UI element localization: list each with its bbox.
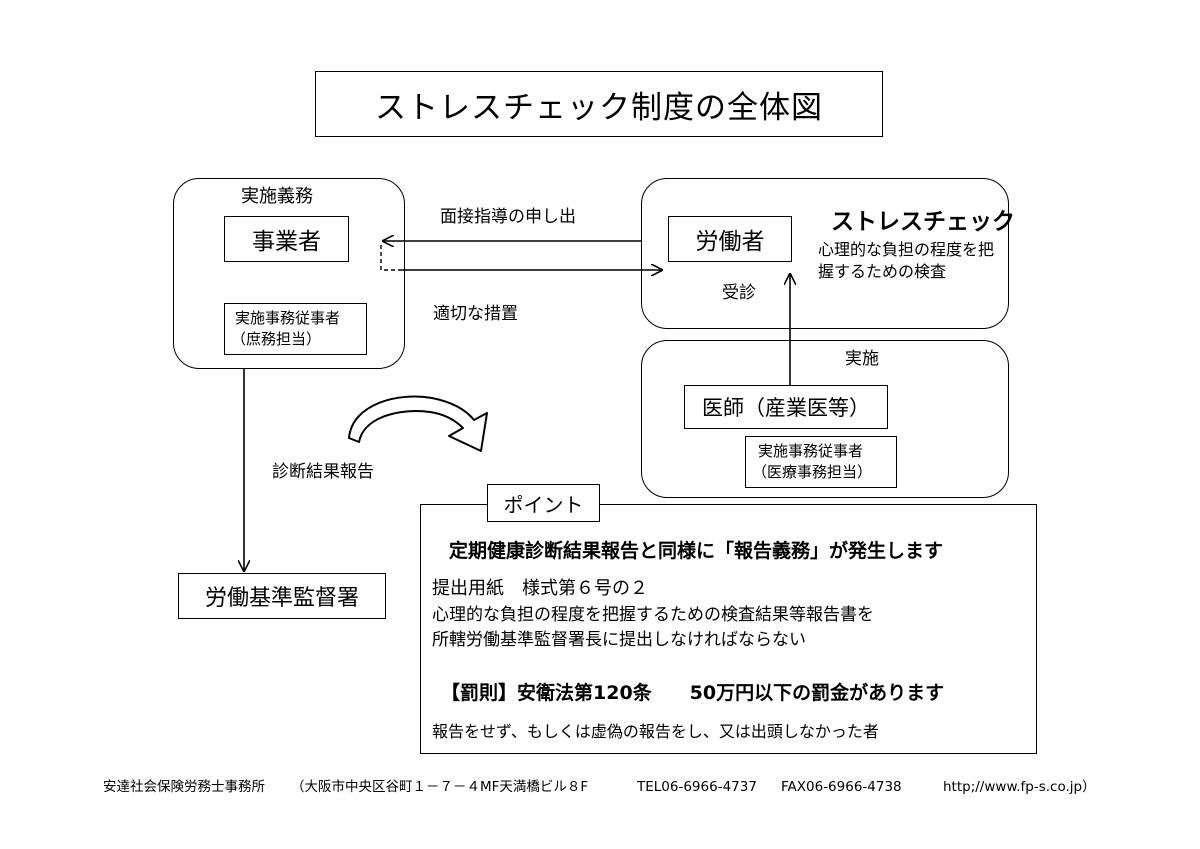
doctor-staff-line2: （医療事務担当） [752, 463, 873, 481]
stress-check-desc-line1: 心理的な負担の程度を把 [818, 240, 995, 259]
stress-check-desc-line2: 握するための検査 [818, 262, 947, 281]
employer-staff-line1: 実施事務従事者 [235, 309, 341, 327]
footer-tel: TEL06-6966-4737 [637, 779, 757, 795]
worker-box: 労働者 [668, 216, 792, 262]
footer-fax: FAX06-6966-4738 [781, 779, 902, 795]
curved-arrow-icon [348, 395, 488, 452]
point-penalty-note: 報告をせず、もしくは虚偽の報告をし、又は出頭しなかった者 [432, 722, 879, 741]
point-tab: ポイント [487, 484, 600, 522]
exam-label: 受診 [722, 283, 756, 303]
point-box [420, 504, 1037, 754]
doctor-group-caption: 実施 [845, 349, 879, 369]
employer-staff-line2: （庶務担当） [231, 330, 322, 348]
labor-office-box: 労働基準監督署 [178, 573, 386, 619]
point-body-line1: 心理的な負担の程度を把握するための検査結果等報告書を [432, 605, 874, 625]
point-penalty: 【罰則】安衛法第120条 50万円以下の罰金があります [441, 682, 945, 704]
doctor-staff-box: 実施事務従事者 （医療事務担当） [745, 436, 897, 488]
worker-group [641, 178, 1009, 329]
employer-staff-box: 実施事務従事者 （庶務担当） [224, 303, 367, 355]
labor-office-label: 労働基準監督署 [204, 586, 359, 611]
footer-address: （大阪市中央区谷町１－７－４MF天満橋ビル８F [291, 779, 589, 795]
measures-label: 適切な措置 [433, 304, 518, 324]
dashed-bracket [380, 245, 400, 271]
employer-box: 事業者 [224, 216, 349, 262]
report-label: 診断結果報告 [272, 462, 374, 482]
point-headline: 定期健康診断結果報告と同様に「報告義務」が発生します [449, 540, 944, 562]
employer-group [173, 178, 405, 369]
point-body-line2: 所轄労働基準監督署長に提出しなければならない [432, 630, 806, 650]
stress-check-label: ストレスチェック [831, 209, 1015, 235]
worker-label: 労働者 [695, 229, 765, 255]
title-box: ストレスチェック制度の全体図 [315, 71, 883, 137]
doctor-label: 医師（産業医等） [702, 396, 870, 420]
employer-group-caption: 実施義務 [241, 186, 313, 207]
footer-office: 安達社会保険労務士事務所 [103, 779, 265, 795]
request-label: 面接指導の申し出 [440, 207, 576, 227]
page-title: ストレスチェック制度の全体図 [375, 89, 823, 126]
doctor-group [641, 340, 1009, 498]
employer-label: 事業者 [252, 229, 321, 255]
point-tab-label: ポイント [503, 492, 584, 517]
point-form: 提出用紙 様式第６号の２ [432, 578, 648, 599]
doctor-box: 医師（産業医等） [684, 385, 888, 429]
doctor-staff-line1: 実施事務従事者 [758, 442, 864, 460]
footer-url[interactable]: http;//www.fp-s.co.jp） [943, 779, 1096, 795]
